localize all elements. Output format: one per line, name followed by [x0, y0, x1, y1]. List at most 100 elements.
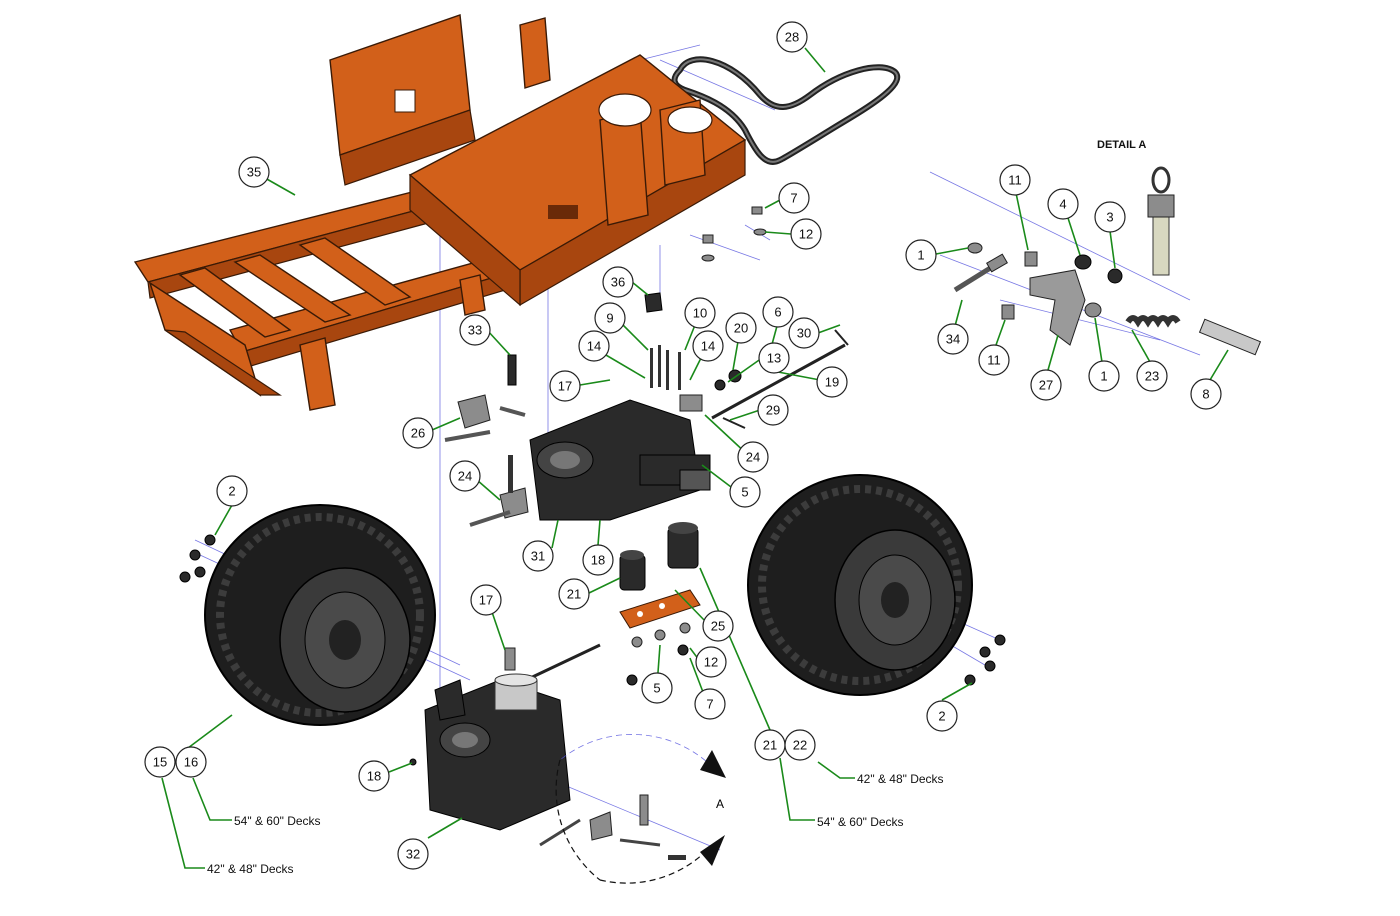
callout-7-lower: 7 [694, 688, 726, 720]
callout-25: 25 [702, 610, 734, 642]
detail-a-view-indicator: A [555, 734, 726, 884]
callout-5-lower: 5 [641, 672, 673, 704]
note-42-48-decks-right: 42" & 48" Decks [857, 772, 944, 786]
view-arrow-bottom-icon [700, 835, 725, 866]
note-54-60-decks-left: 54" & 60" Decks [234, 814, 321, 828]
svg-text:3: 3 [1106, 210, 1113, 225]
deck-size-notes: 54" & 60" Decks 42" & 48" Decks 42" & 48… [207, 772, 944, 876]
svg-text:34: 34 [946, 332, 960, 347]
svg-text:12: 12 [704, 655, 718, 670]
callout-5-upper: 5 [729, 476, 761, 508]
svg-text:14: 14 [587, 339, 601, 354]
callout-detail-1-upper: 1 [905, 239, 937, 271]
callout-bubbles: 28 35 7 12 36 33 9 10 20 6 30 14 14 13 1… [144, 21, 1222, 870]
svg-text:35: 35 [247, 165, 261, 180]
callout-15: 15 [144, 746, 176, 778]
svg-text:1: 1 [917, 248, 924, 263]
callout-20: 20 [725, 312, 757, 344]
svg-text:18: 18 [367, 769, 381, 784]
callout-17-upper: 17 [549, 370, 581, 402]
callout-12: 12 [790, 218, 822, 250]
callout-14-right: 14 [692, 330, 724, 362]
callout-detail-11-lower: 11 [978, 344, 1010, 376]
callout-33: 33 [459, 314, 491, 346]
svg-text:24: 24 [458, 469, 472, 484]
svg-text:21: 21 [763, 738, 777, 753]
callout-2-left: 2 [216, 475, 248, 507]
callout-detail-11-upper: 11 [999, 164, 1031, 196]
svg-text:4: 4 [1059, 197, 1066, 212]
callout-detail-34: 34 [937, 323, 969, 355]
callout-21-upper: 21 [558, 578, 590, 610]
detail-title: DETAIL A [1097, 139, 1146, 151]
svg-text:28: 28 [785, 30, 799, 45]
svg-text:2: 2 [938, 709, 945, 724]
callout-detail-1-lower: 1 [1088, 360, 1120, 392]
callout-24-left: 24 [449, 460, 481, 492]
callout-17-lower: 17 [470, 584, 502, 616]
callout-21-lower: 21 [754, 729, 786, 761]
callout-35: 35 [238, 156, 270, 188]
svg-text:5: 5 [653, 681, 660, 696]
svg-text:11: 11 [1008, 173, 1022, 188]
main-chassis-frame [133, 14, 747, 411]
transaxle-lower [424, 673, 571, 831]
callout-16: 16 [175, 746, 207, 778]
rubber-dampers [619, 522, 699, 591]
svg-text:23: 23 [1145, 369, 1159, 384]
drive-belt [671, 56, 901, 165]
callout-13: 13 [758, 342, 790, 374]
svg-text:9: 9 [606, 311, 613, 326]
svg-text:7: 7 [706, 697, 713, 712]
callout-detail-23: 23 [1136, 360, 1168, 392]
svg-text:10: 10 [693, 306, 707, 321]
svg-text:31: 31 [531, 549, 545, 564]
callout-14-left: 14 [578, 330, 610, 362]
svg-text:29: 29 [766, 403, 780, 418]
callout-detail-27: 27 [1030, 369, 1062, 401]
svg-text:22: 22 [793, 738, 807, 753]
left-rear-wheel [204, 504, 436, 726]
callout-6: 6 [762, 296, 794, 328]
svg-text:2: 2 [228, 484, 235, 499]
svg-text:27: 27 [1039, 378, 1053, 393]
callout-30: 30 [788, 317, 820, 349]
svg-text:14: 14 [701, 339, 715, 354]
callout-36: 36 [602, 266, 634, 298]
view-letter: A [716, 797, 724, 811]
svg-text:6: 6 [774, 305, 781, 320]
svg-text:30: 30 [797, 326, 811, 341]
svg-text:16: 16 [184, 755, 198, 770]
callout-detail-4: 4 [1047, 188, 1079, 220]
detail-a-parts: DETAIL A [953, 139, 1262, 356]
svg-text:17: 17 [479, 593, 493, 608]
svg-text:21: 21 [567, 587, 581, 602]
callout-detail-8: 8 [1190, 378, 1222, 410]
callout-9: 9 [594, 302, 626, 334]
svg-text:5: 5 [741, 485, 748, 500]
note-42-48-decks-left: 42" & 48" Decks [207, 862, 294, 876]
svg-text:1: 1 [1100, 369, 1107, 384]
transaxle-upper [529, 399, 711, 521]
callout-26: 26 [402, 417, 434, 449]
svg-text:33: 33 [468, 323, 482, 338]
svg-text:19: 19 [825, 375, 839, 390]
svg-text:11: 11 [987, 353, 1001, 368]
callout-18-lower: 18 [358, 760, 390, 792]
svg-text:18: 18 [591, 553, 605, 568]
svg-text:24: 24 [746, 450, 760, 465]
svg-text:8: 8 [1202, 387, 1209, 402]
callout-32: 32 [397, 838, 429, 870]
svg-text:25: 25 [711, 619, 725, 634]
callout-31: 31 [522, 540, 554, 572]
callout-7: 7 [778, 182, 810, 214]
callout-leader-lines [161, 47, 1229, 869]
callout-10: 10 [684, 297, 716, 329]
callout-18-upper: 18 [582, 544, 614, 576]
svg-text:7: 7 [790, 191, 797, 206]
right-rear-wheel [747, 474, 973, 696]
svg-text:36: 36 [611, 275, 625, 290]
callout-22: 22 [784, 729, 816, 761]
